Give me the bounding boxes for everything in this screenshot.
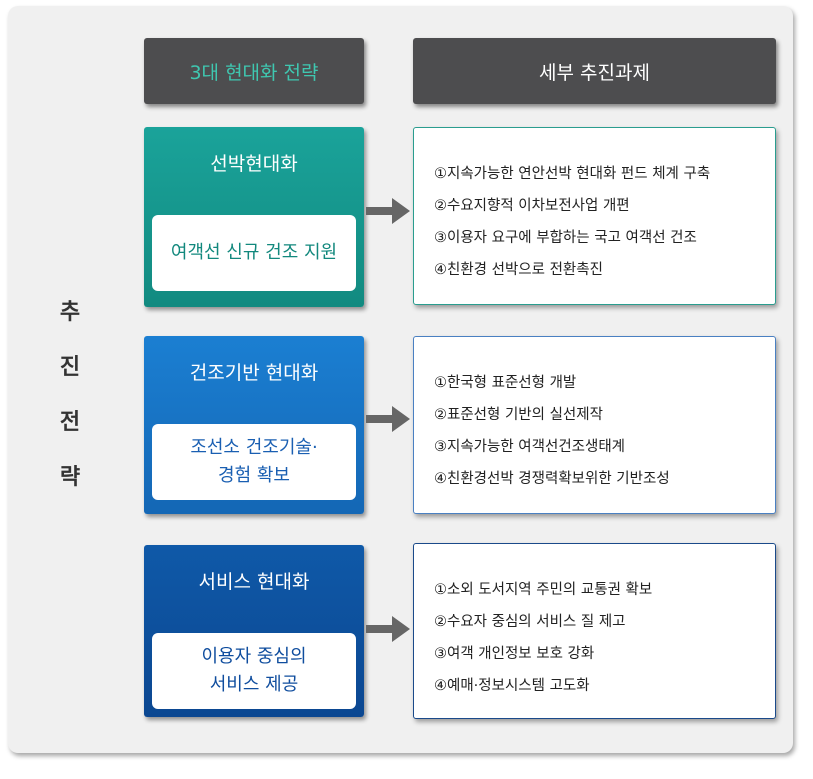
task-item: ①소외 도서지역 주민의 교통권 확보 xyxy=(434,582,653,598)
task-item: ②수요자 중심의 서비스 질 제고 xyxy=(434,614,626,630)
task-item: ①지속가능한 연안선박 현대화 펀드 체계 구축 xyxy=(434,166,711,182)
strategy-goal: 이용자 중심의 서비스 제공 xyxy=(152,633,356,709)
task-item: ③이용자 요구에 부합하는 국고 여객선 건조 xyxy=(434,230,697,246)
task-box-vessel: ①지속가능한 연안선박 현대화 펀드 체계 구축 ②수요지향적 이차보전사업 개… xyxy=(413,127,776,305)
header-tasks: 세부 추진과제 xyxy=(413,38,776,104)
header-strategies: 3대 현대화 전략 xyxy=(144,38,364,104)
side-label-char: 추 xyxy=(59,300,81,325)
strategy-title: 서비스 현대화 xyxy=(198,571,310,593)
task-box-service: ①소외 도서지역 주민의 교통권 확보 ②수요자 중심의 서비스 질 제고 ③여… xyxy=(413,543,776,719)
arrow-right-icon xyxy=(366,616,410,642)
arrow-right-icon xyxy=(366,406,410,432)
strategy-title: 건조기반 현대화 xyxy=(189,362,319,384)
task-item: ④친환경 선박으로 전환촉진 xyxy=(434,262,603,278)
arrow-right-icon xyxy=(366,198,410,224)
task-item: ①한국형 표준선형 개발 xyxy=(434,375,577,391)
task-item: ③지속가능한 여객선건조생태계 xyxy=(434,439,626,455)
strategy-box-service: 서비스 현대화 이용자 중심의 서비스 제공 xyxy=(144,545,364,717)
side-label: 추 진 전 략 xyxy=(50,285,90,505)
strategy-goal: 여객선 신규 건조 지원 xyxy=(152,215,356,291)
task-item: ④친환경선박 경쟁력확보위한 기반조성 xyxy=(434,471,670,487)
task-item: ②표준선형 기반의 실선제작 xyxy=(434,407,603,423)
side-label-char: 략 xyxy=(59,465,81,490)
strategy-box-vessel: 선박현대화 여객선 신규 건조 지원 xyxy=(144,127,364,307)
task-box-shipbuilding: ①한국형 표준선형 개발 ②표준선형 기반의 실선제작 ③지속가능한 여객선건조… xyxy=(413,336,776,514)
task-item: ④예매·정보시스템 고도화 xyxy=(434,678,590,694)
strategy-box-shipbuilding: 건조기반 현대화 조선소 건조기술· 경험 확보 xyxy=(144,336,364,514)
task-item: ②수요지향적 이차보전사업 개편 xyxy=(434,198,630,214)
side-label-char: 전 xyxy=(59,410,81,435)
strategy-title: 선박현대화 xyxy=(210,153,298,175)
side-label-char: 진 xyxy=(59,355,81,380)
task-item: ③여객 개인정보 보호 강화 xyxy=(434,646,595,662)
strategy-goal: 조선소 건조기술· 경험 확보 xyxy=(152,424,356,500)
